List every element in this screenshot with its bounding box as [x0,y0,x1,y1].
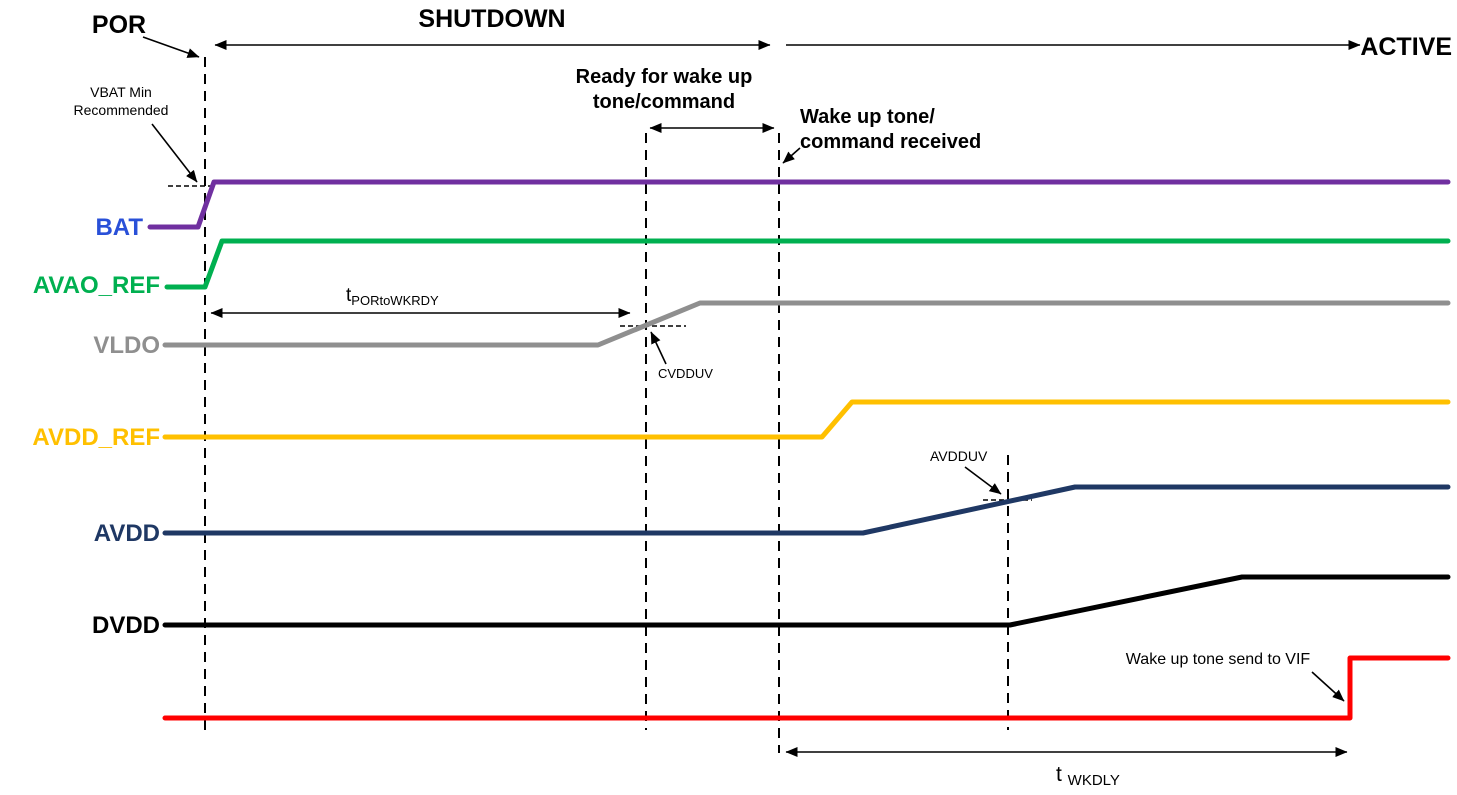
wakeup-vif-pointer-arrow [1311,671,1345,702]
vbat-min-line2: Recommended [74,102,169,118]
wake-received-pointer-arrow [782,147,801,164]
shutdown-title: SHUTDOWN [418,5,565,33]
vif-wake-tone-wave [162,655,1451,721]
avdduv-label: AVDDUV [930,448,988,464]
avdd-label: AVDD [94,520,160,547]
t-wkdly-label: t WKDLY [1056,763,1120,789]
avdd-ref-label: AVDD_REF [32,424,160,451]
vbat-min-line1: VBAT Min [90,84,152,100]
cvdduv-pointer-arrow [650,331,667,365]
ready-wakeup-line1: Ready for wake up [576,66,753,88]
avao-ref-wave [164,238,1451,290]
avao-ref-label: AVAO_REF [33,272,160,299]
wakeup-received-line1: Wake up tone/ [800,106,935,128]
active-title: ACTIVE [1360,33,1452,61]
vbat-min-pointer-arrow [151,123,198,183]
avdd-ref-wave [162,399,1451,440]
dvdd-label: DVDD [92,612,160,639]
bat-label: BAT [95,214,143,241]
avdduv-pointer-arrow [964,466,1002,495]
vldo-wave [162,300,1451,348]
vldo-label: VLDO [93,332,160,359]
por-title: POR [92,11,146,39]
ready-wakeup-line2: tone/command [593,91,735,113]
cvdduv-label: CVDDUV [658,366,713,381]
por-pointer-arrow [142,36,200,58]
dvdd-wave [162,574,1451,628]
t-portowkrdy-label: tPORtoWKRDY [346,285,439,308]
wakeup-vif-label: Wake up tone send to VIF [1126,651,1311,668]
wakeup-received-line2: command received [800,131,981,153]
avdd-wave [162,484,1451,536]
bat-wave [147,179,1451,230]
